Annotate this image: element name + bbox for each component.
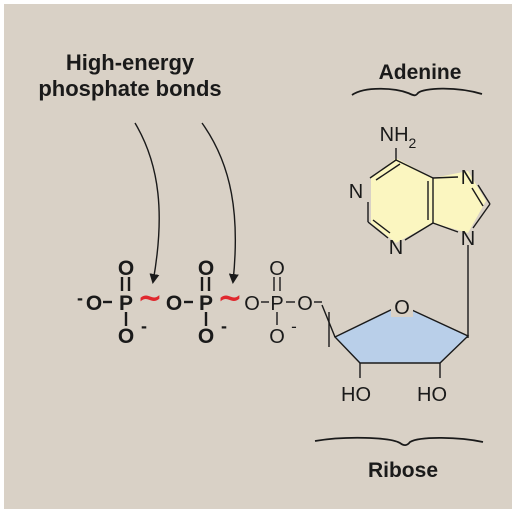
phosphate-1-o-top: O xyxy=(118,257,134,280)
phosphate-2-o-top: O xyxy=(198,257,214,280)
ribose-o-backdrop xyxy=(391,297,413,317)
phosphate-3-o-ester: O xyxy=(297,293,313,315)
title-line-1: High-energy xyxy=(66,50,195,75)
bridge-oxygen-1: O xyxy=(166,292,182,315)
bridge-oxygen-2: O xyxy=(244,293,260,315)
ribose-ring xyxy=(333,304,470,364)
adenine-bonds xyxy=(367,148,491,338)
amine-group: NH2 xyxy=(380,124,417,151)
adenine-n3: N xyxy=(389,237,403,259)
adenine-n9: N xyxy=(461,228,475,250)
ribose-3-hydroxyl: HO xyxy=(417,384,447,406)
phosphate-1-o-left: O xyxy=(86,292,102,315)
adenine-n7: N xyxy=(461,167,475,189)
phosphate-3-p: P xyxy=(270,293,283,315)
atp-structure-svg: High-energy phosphate bonds Adenine NH2 … xyxy=(4,4,512,509)
ribose-2-hydroxyl: HO xyxy=(341,384,371,406)
phosphate-2-bonds xyxy=(200,277,211,326)
adenine-label: Adenine xyxy=(379,61,462,84)
ribose-label: Ribose xyxy=(368,459,438,482)
ribose-brace xyxy=(314,436,484,447)
phosphate-1-o-bottom: O xyxy=(118,325,134,348)
diagram-background xyxy=(4,4,512,509)
arrow-to-bond-2 xyxy=(201,122,239,284)
phosphate-3-o-bottom-charge: - xyxy=(291,317,297,336)
adenine-pyrimidine-ring xyxy=(371,158,433,243)
phosphate-2-o-bottom: O xyxy=(198,325,214,348)
phosphate-1-p: P xyxy=(119,292,133,315)
phosphate-3-bonds xyxy=(273,277,322,325)
adenine-imidazole-ring xyxy=(433,171,486,233)
adenine-brace xyxy=(351,87,483,97)
phosphate-3-o-bottom: O xyxy=(269,326,285,348)
phosphate-1-charge: - xyxy=(77,288,83,308)
ribose-bonds xyxy=(321,304,441,378)
title-line-2: phosphate bonds xyxy=(38,76,221,101)
phosphate-1-o-bottom-charge: - xyxy=(141,316,147,336)
adenine-n1: N xyxy=(349,181,363,203)
phosphate-3-o-top: O xyxy=(269,258,285,280)
phosphate-2-p: P xyxy=(199,292,213,315)
high-energy-bond-1: ~ xyxy=(137,281,162,316)
high-energy-bond-2: ~ xyxy=(217,281,242,316)
phosphate-2-o-bottom-charge: - xyxy=(221,316,227,336)
phosphate-1-bonds xyxy=(103,277,131,326)
arrow-to-bond-1 xyxy=(134,122,160,284)
ribose-ring-oxygen: O xyxy=(394,297,410,319)
phosphate-chain: O - O P O - ~ O O P O - ~ O O xyxy=(77,257,322,348)
